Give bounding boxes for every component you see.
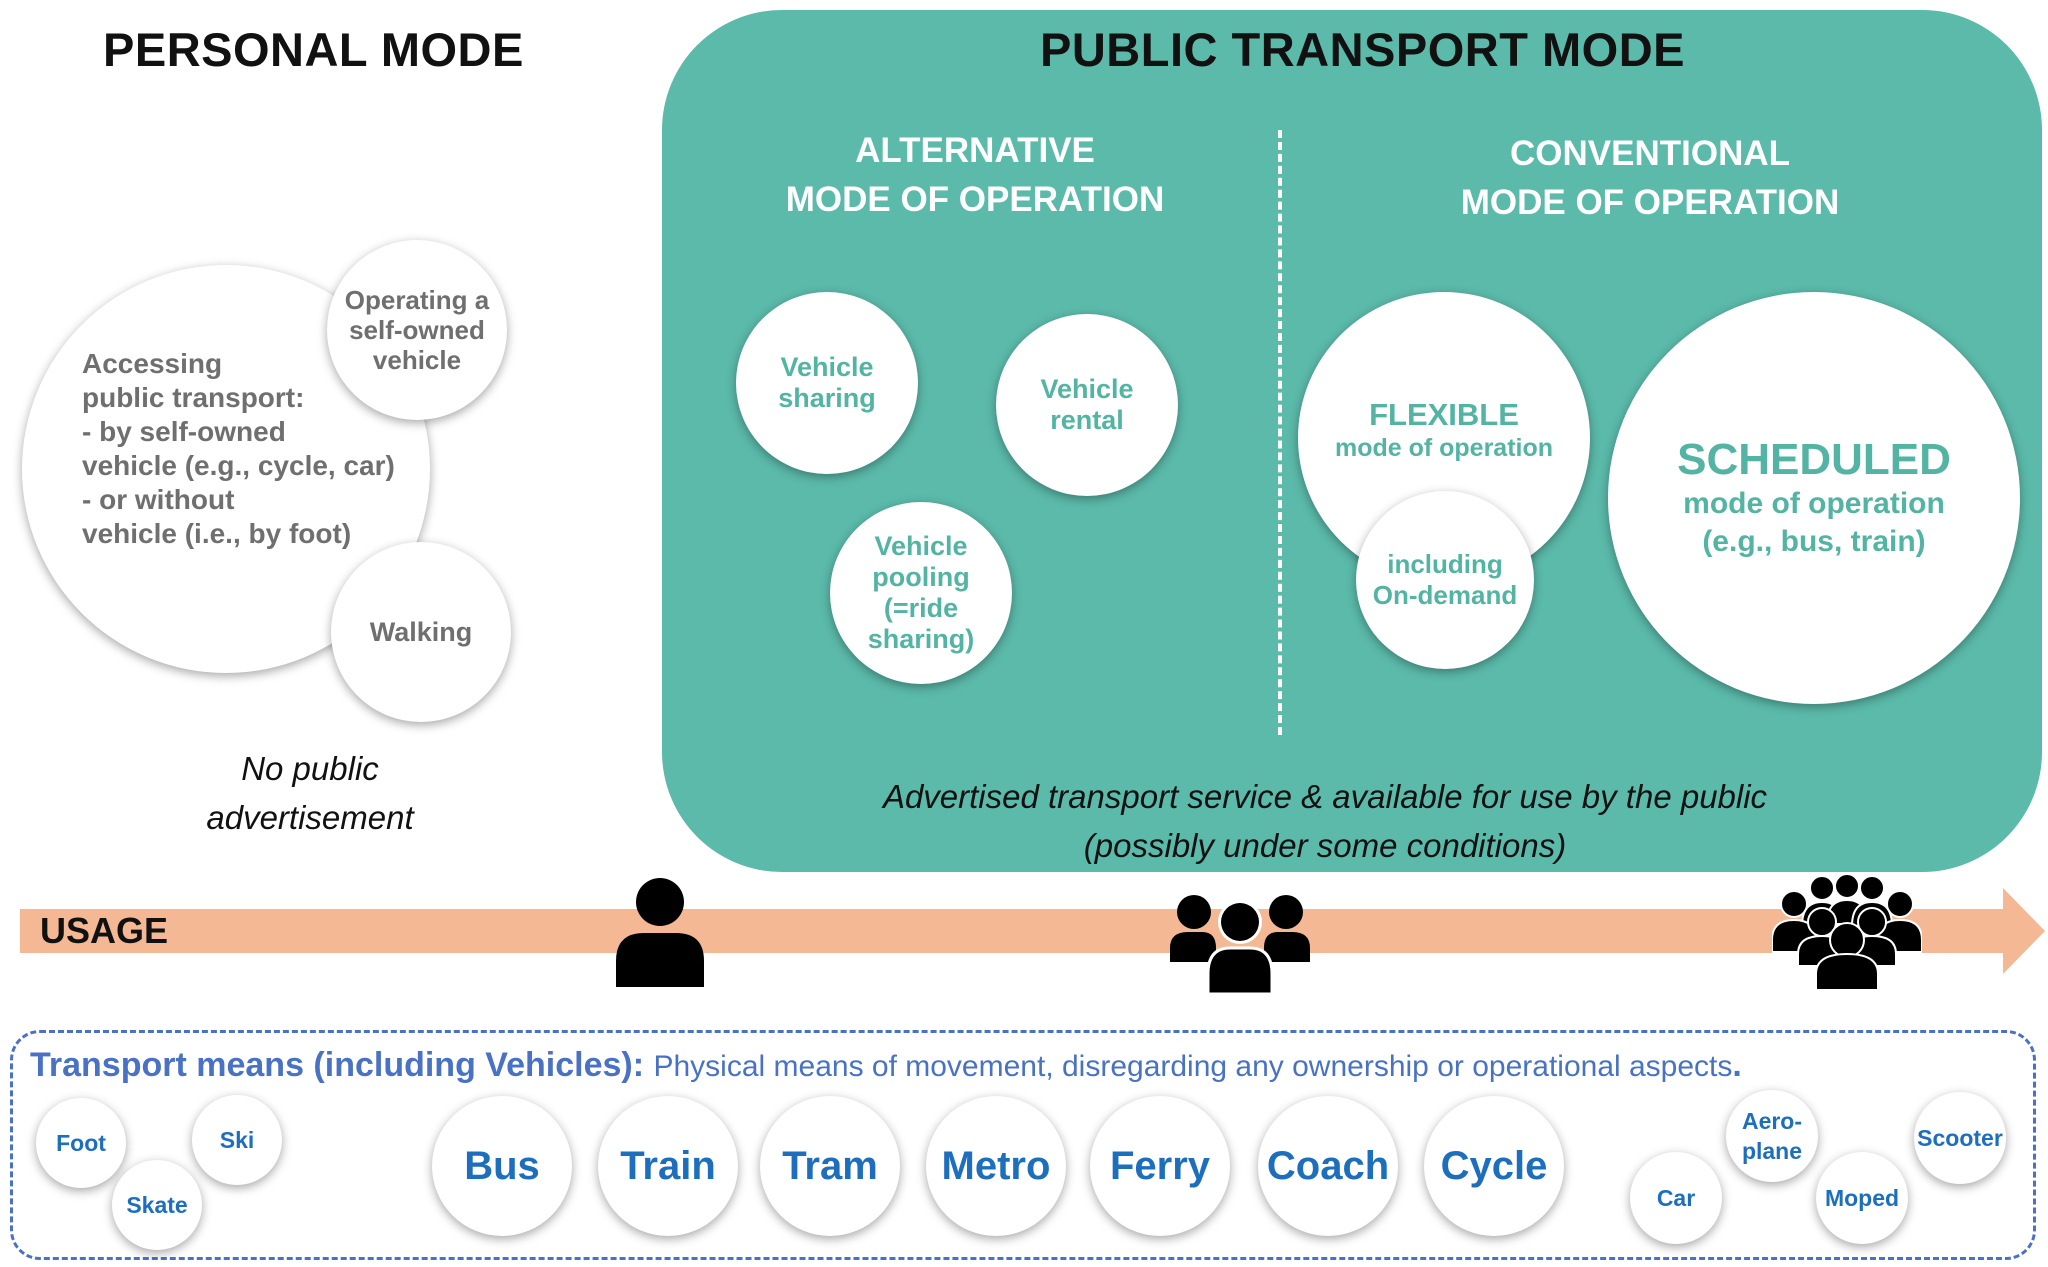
circle-line: rental (1050, 405, 1124, 435)
note-line: advertisement (206, 799, 414, 836)
note-line: Advertised transport service & available… (882, 778, 1768, 815)
scheduled-line: (e.g., bus, train) (1702, 525, 1926, 558)
crowd-icon (1772, 874, 1922, 990)
means-label: Moped (1824, 1184, 1900, 1211)
operating-line: vehicle (372, 345, 462, 375)
means-label: Cycle (1440, 1143, 1548, 1188)
heading-line: MODE OF OPERATION (1460, 183, 1840, 222)
means-label: Car (1656, 1184, 1696, 1211)
means-ski-circle: Ski (192, 1095, 282, 1185)
means-label: Aero- (1741, 1108, 1803, 1134)
means-label: Coach (1266, 1143, 1390, 1188)
note-line: (possibly under some conditions) (1083, 827, 1567, 864)
means-bus-circle: Bus (432, 1096, 572, 1236)
conventional-mode-heading: CONVENTIONAL MODE OF OPERATION (1430, 129, 1870, 227)
advertised-service-note: Advertised transport service & available… (720, 772, 1930, 870)
usage-arrow-head (2003, 888, 2045, 974)
means-description: Physical means of movement, disregarding… (653, 1050, 1733, 1083)
means-train-circle: Train (598, 1096, 738, 1236)
means-title-label: Transport means (including Vehicles): (30, 1046, 645, 1084)
heading-line: MODE OF OPERATION (785, 180, 1165, 219)
circle-line: including (1387, 549, 1503, 579)
circle-line: Vehicle (780, 352, 874, 382)
operating-line: self-owned (349, 315, 485, 345)
scheduled-title: SCHEDULED (1677, 435, 1951, 484)
circle-line: sharing (778, 383, 876, 413)
means-label: plane (1741, 1138, 1803, 1164)
transport-means-box (10, 1030, 2036, 1260)
usage-label: USAGE (40, 910, 169, 951)
personal-mode-title: PERSONAL MODE (103, 23, 524, 76)
heading-line: CONVENTIONAL (1510, 134, 1790, 173)
means-cycle-circle: Cycle (1424, 1096, 1564, 1236)
means-label: Tram (782, 1143, 878, 1188)
means-label: Ferry (1109, 1143, 1211, 1188)
no-public-advertisement-note: No public advertisement (150, 744, 470, 842)
on-demand-circle: including On-demand (1356, 491, 1534, 669)
mode-divider (1278, 130, 1282, 735)
access-line: - or without (82, 484, 235, 515)
circle-line: (=ride (883, 593, 959, 623)
access-line: public transport: (82, 382, 305, 413)
means-scooter-circle: Scooter (1914, 1092, 2006, 1184)
means-period: . (1732, 1046, 1742, 1084)
alternative-mode-heading: ALTERNATIVE MODE OF OPERATION (760, 126, 1190, 224)
vehicle-rental-circle: Vehicle rental (996, 314, 1178, 496)
vehicle-pooling-circle: Vehicle pooling (=ride sharing) (830, 502, 1012, 684)
access-line: vehicle (e.g., cycle, car) (82, 450, 395, 481)
means-label: Metro (941, 1143, 1051, 1188)
means-aeroplane-circle: Aero- plane (1726, 1090, 1818, 1182)
heading-line: ALTERNATIVE (855, 131, 1095, 170)
access-line: - by self-owned (82, 416, 286, 447)
note-line: No public (241, 750, 379, 787)
scheduled-line: mode of operation (1683, 487, 1945, 520)
usage-arrow-bar (20, 909, 2005, 953)
operating-vehicle-circle: Operating a self-owned vehicle (327, 240, 507, 420)
means-metro-circle: Metro (926, 1096, 1066, 1236)
flexible-mode-circle: FLEXIBLE mode of operation (1298, 292, 1590, 584)
flexible-title: FLEXIBLE (1369, 397, 1519, 432)
means-label: Train (620, 1143, 716, 1188)
means-tram-circle: Tram (760, 1096, 900, 1236)
flexible-subtitle: mode of operation (1334, 434, 1554, 462)
transport-means-title: Transport means (including Vehicles): Ph… (30, 1044, 1742, 1088)
public-transport-mode-title: PUBLIC TRANSPORT MODE (1040, 23, 1685, 76)
means-coach-circle: Coach (1258, 1096, 1398, 1236)
scheduled-mode-circle: SCHEDULED mode of operation (e.g., bus, … (1608, 292, 2020, 704)
means-label: Bus (464, 1143, 540, 1188)
means-label: Scooter (1917, 1124, 2003, 1151)
means-car-circle: Car (1630, 1152, 1722, 1244)
means-ferry-circle: Ferry (1090, 1096, 1230, 1236)
operating-line: Operating a (344, 285, 490, 315)
single-person-icon (616, 878, 704, 987)
access-line: Accessing (82, 348, 223, 379)
means-label: Foot (56, 1129, 106, 1156)
group-icon (1170, 895, 1310, 994)
circle-line: Vehicle (1040, 374, 1134, 404)
access-line: vehicle (i.e., by foot) (82, 518, 352, 549)
walking-circle: Walking (331, 542, 511, 722)
circle-line: Vehicle (874, 531, 968, 561)
means-skate-circle: Skate (112, 1160, 202, 1250)
means-label: Ski (219, 1126, 255, 1153)
circle-line: pooling (872, 562, 970, 592)
walking-label: Walking (369, 616, 473, 647)
circle-line: sharing) (867, 624, 975, 654)
vehicle-sharing-circle: Vehicle sharing (736, 292, 918, 474)
means-label: Skate (126, 1191, 188, 1218)
means-moped-circle: Moped (1816, 1152, 1908, 1244)
means-foot-circle: Foot (36, 1098, 126, 1188)
circle-line: On-demand (1372, 580, 1518, 610)
